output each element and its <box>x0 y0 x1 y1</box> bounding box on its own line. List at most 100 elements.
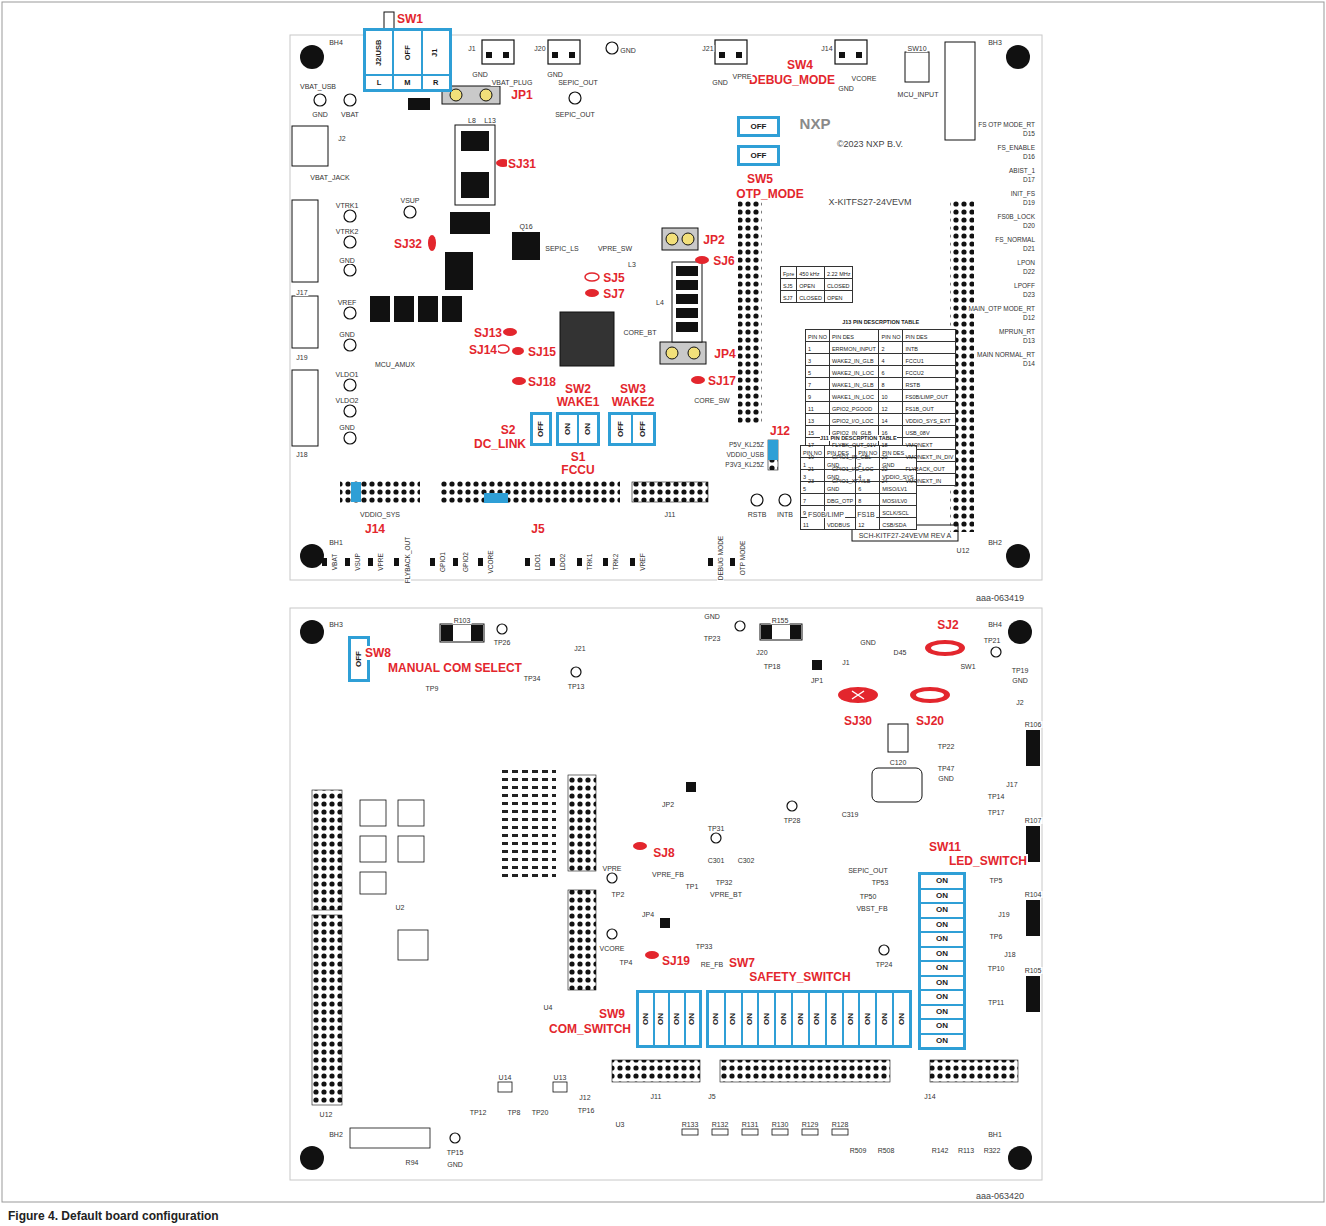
label-anchor: D45 <box>893 641 908 659</box>
silkscreen-label: C302 <box>737 857 756 864</box>
led-symbol <box>603 558 608 566</box>
label-anchor: SJ31 <box>507 154 537 172</box>
silkscreen-label: GND <box>338 424 356 431</box>
connector-symbol <box>835 40 867 64</box>
connector-symbol <box>715 40 747 64</box>
silkscreen-label: R103 <box>453 617 472 624</box>
solder-jumper <box>691 376 705 384</box>
label-anchor: VLDO2 <box>335 389 360 407</box>
mounting-hole <box>1006 544 1030 568</box>
solder-jumper <box>838 687 878 703</box>
test-point <box>344 236 356 248</box>
table-text: 3 <box>808 358 811 364</box>
label-anchor: GND <box>937 767 955 785</box>
table-text: RSTB <box>905 382 920 388</box>
silkscreen-label: TP31 <box>707 825 726 832</box>
silkscreen-label: GND <box>837 85 855 92</box>
table-cell: 2.22 MHz <box>825 267 854 279</box>
label-anchor: SW8 <box>364 643 392 661</box>
table-cell: GPIO2_I/O_LOC <box>830 414 880 426</box>
switch-actuator: ON <box>921 977 963 990</box>
switch-state: ON <box>936 1022 948 1030</box>
label-anchor: SEPIC_LS <box>544 237 579 255</box>
label-anchor: TP53 <box>871 871 890 889</box>
silkscreen-label: J21 <box>701 45 714 52</box>
label-anchor: TP19 <box>1011 659 1030 677</box>
solder-jumper <box>633 842 647 850</box>
silkscreen-label: GND <box>1011 677 1029 684</box>
connector-pad <box>719 52 725 58</box>
silkscreen-label: CORE_BT <box>622 329 657 336</box>
led-label: VDDIO_USB <box>725 451 765 458</box>
silkscreen-label: U13 <box>553 1074 568 1081</box>
label-anchor: SJ19 <box>661 951 691 969</box>
switch-actuator: ON <box>877 993 892 1045</box>
config-table: Fpre450 kHz2.22 MHzSJ5OPENCLOSEDSJ7CLOSE… <box>780 266 853 303</box>
label-anchor: R155 <box>771 609 790 627</box>
connector-pad <box>569 52 575 58</box>
switch-actuator: ON <box>921 991 963 1004</box>
silkscreen-label: TP24 <box>875 961 894 968</box>
label-anchor: J11 <box>650 1085 663 1103</box>
label-anchor: SJ14 <box>468 340 498 358</box>
switch-actuator: OFF <box>740 119 777 134</box>
label-anchor: RE_FB <box>700 953 725 971</box>
label-anchor: TP14 <box>987 785 1006 803</box>
switch-actuator: ON <box>921 1020 963 1033</box>
silkscreen-label: R130 <box>771 1121 790 1128</box>
label-anchor: SW4 <box>786 55 814 73</box>
silkscreen-label: GND <box>546 71 564 78</box>
silkscreen-label: TP47 <box>937 765 956 772</box>
callout-label: JP2 <box>702 233 725 247</box>
led-label: FLYBACK_OUT <box>404 536 411 584</box>
label-anchor: R133 <box>681 1113 700 1131</box>
silkscreen-label: VPRE_FB <box>651 871 685 878</box>
table-text: 4 <box>858 474 861 480</box>
pin-header <box>768 440 778 470</box>
table-text: 18 <box>881 442 887 448</box>
switch-state: OFF <box>639 421 647 437</box>
led-label: D16 <box>1022 153 1036 160</box>
silkscreen-label: J19 <box>295 354 308 361</box>
label-anchor: TP15 <box>446 1141 465 1159</box>
led-label: VREF <box>639 552 646 571</box>
label-anchor: U3 <box>615 1113 626 1131</box>
capacitor-symbol <box>676 280 698 290</box>
capacitor-symbol <box>394 296 414 322</box>
silkscreen-label: J14 <box>820 45 833 52</box>
test-point <box>571 667 581 677</box>
silkscreen-label: R133 <box>681 1121 700 1128</box>
switch-actuator: L <box>366 76 392 89</box>
label-anchor: TP21 <box>983 629 1002 647</box>
label-anchor: JP1 <box>510 85 533 103</box>
label-anchor: J5 <box>530 519 545 537</box>
silkscreen-label: U4 <box>543 1004 554 1011</box>
resistor-array <box>500 770 556 880</box>
switch-actuator: ON <box>726 993 741 1045</box>
module-outline <box>945 42 975 140</box>
label-anchor: SJ5 <box>602 268 625 286</box>
label-anchor: SAFETY_SWITCH <box>748 967 851 985</box>
switch-state: ON <box>936 964 948 972</box>
table-title: J11 PIN DESCRPTION TABLE <box>820 435 897 441</box>
switch-state: ON <box>881 1013 889 1025</box>
label-anchor: VPRE_FB <box>651 863 685 881</box>
switch-state: ON <box>729 1013 737 1025</box>
solder-jumper <box>497 345 509 353</box>
label-anchor: VCORE <box>599 937 626 955</box>
table-cell: CLOSED <box>797 291 825 303</box>
label-anchor: J19 <box>997 903 1010 921</box>
table-text: VMONEXT_IN_DIV <box>905 454 953 460</box>
test-point <box>344 307 356 319</box>
table-text: GND <box>827 462 839 468</box>
table-text: 12 <box>858 522 864 528</box>
resistor-pad <box>441 625 453 641</box>
switch-actuator: ON <box>759 993 774 1045</box>
silkscreen-label: GND <box>711 79 729 86</box>
switch-actuator: OFF <box>611 415 631 443</box>
table-text: MISO/LV1 <box>882 486 907 492</box>
silkscreen-label: U2 <box>395 904 406 911</box>
table-text: SCLK/SCL <box>882 510 909 516</box>
callout-label: DC_LINK <box>473 437 527 451</box>
label-anchor: FS0B/LIMP <box>807 503 845 521</box>
